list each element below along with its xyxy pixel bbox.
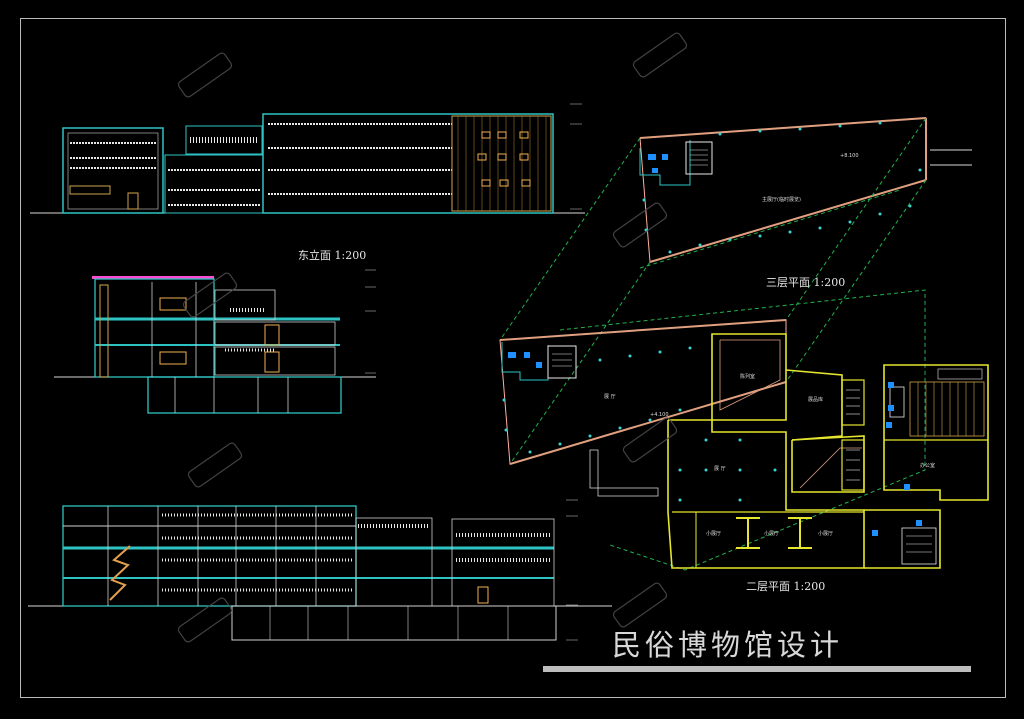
- east-elevation: [30, 103, 585, 214]
- drawing-frame: [20, 18, 1006, 698]
- small-room-1-label: 小展厅: [706, 531, 722, 537]
- title-underline: [543, 666, 971, 672]
- office-label: 办公室: [920, 463, 936, 469]
- storage-room-label: 展品库: [808, 397, 824, 403]
- drawing-title: 民俗博物馆设计: [612, 628, 844, 662]
- section-1: [54, 269, 376, 414]
- second-floor-level: +4.100: [650, 412, 669, 418]
- watermark-marks: [177, 32, 688, 643]
- hall-a-label: 展 厅: [604, 394, 616, 400]
- third-floor-plan-label: 三层平面 1:200: [766, 276, 846, 289]
- hall-b-label: 展 厅: [714, 466, 726, 472]
- section-2: [28, 499, 612, 641]
- third-floor-level: +8.100: [840, 153, 859, 159]
- third-floor-room: 主展厅(临时展览): [762, 197, 801, 203]
- second-floor-plan: [499, 319, 989, 569]
- second-floor-plan-label: 二层平面 1:200: [746, 580, 826, 593]
- east-elevation-label: 东立面 1:200: [298, 249, 367, 262]
- small-room-2-label: 小展厅: [764, 531, 780, 537]
- exhibit-room-label: 陈列室: [740, 374, 756, 380]
- third-floor-plan: [499, 117, 972, 571]
- small-room-3-label: 小展厅: [818, 531, 834, 537]
